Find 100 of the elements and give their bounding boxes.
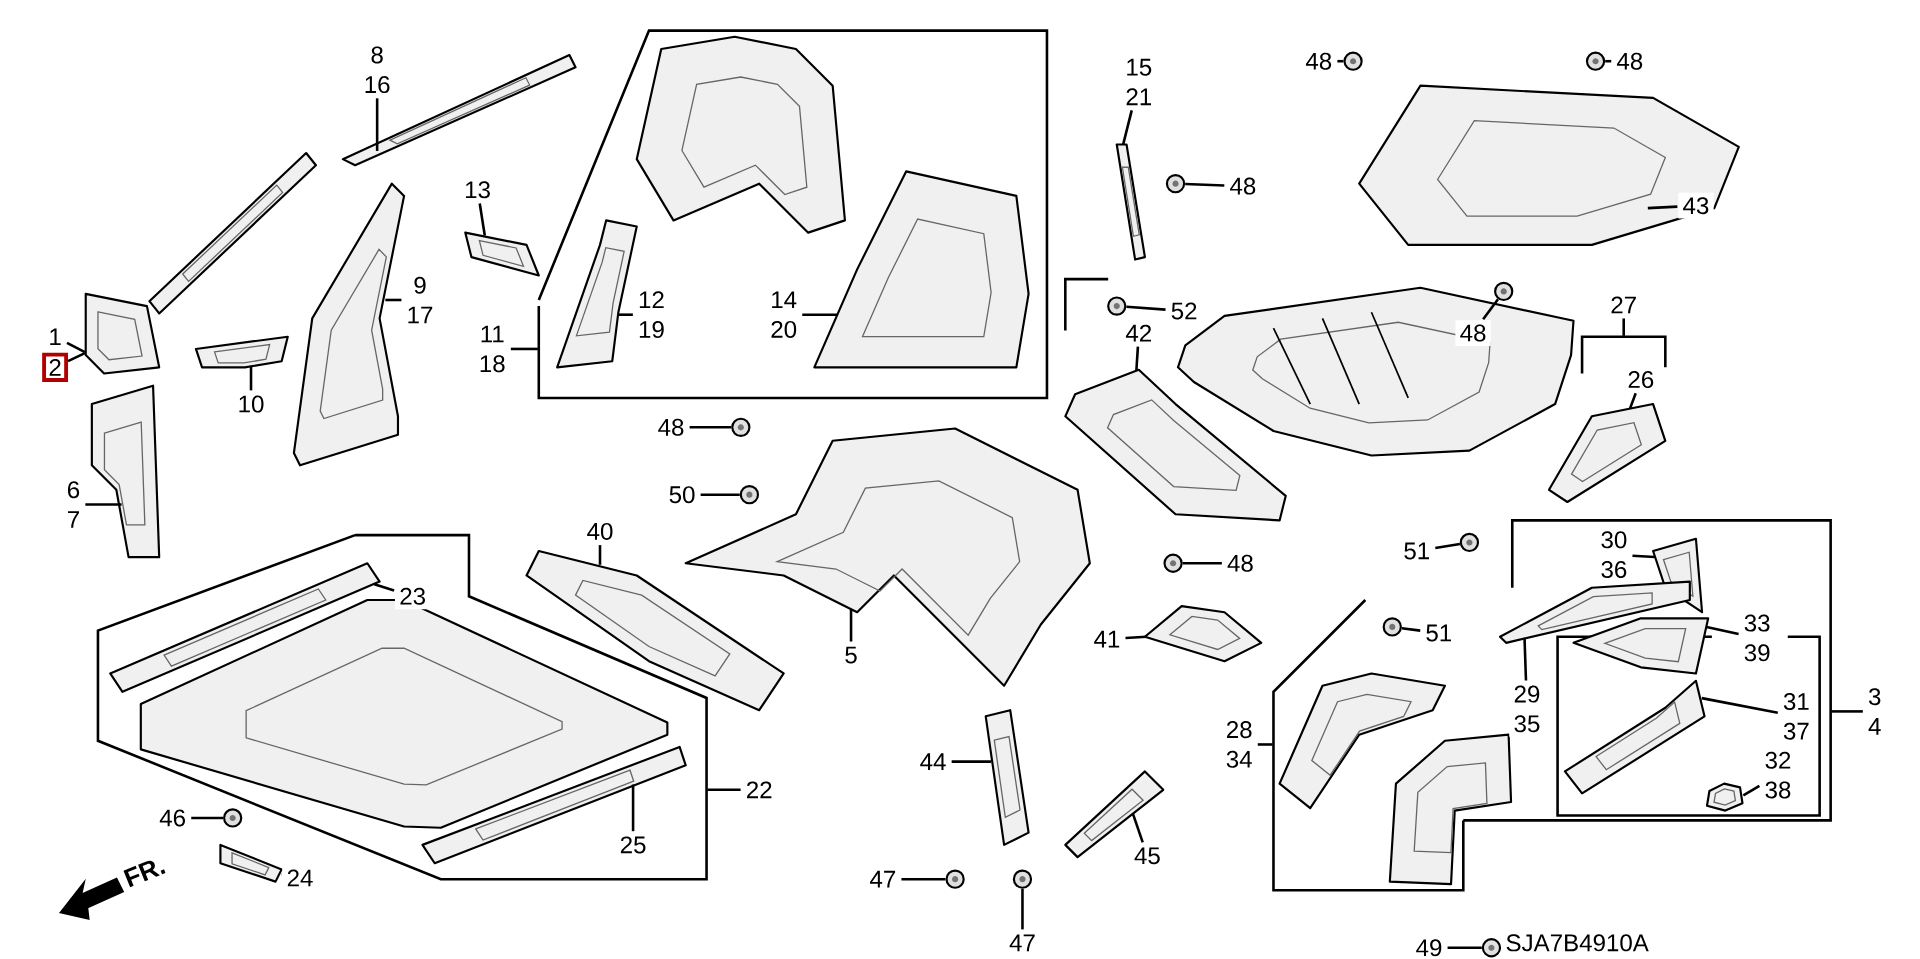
body-panel: [219, 843, 283, 883]
leader-line: [1647, 205, 1678, 210]
leader-line: [1135, 346, 1140, 371]
leader-line: [707, 788, 741, 792]
bolt-icon: [1494, 281, 1514, 302]
leader-line: [1126, 305, 1166, 312]
callout-number: 10: [233, 391, 269, 417]
callout-number: 9 17: [402, 272, 438, 328]
callout-number: 15 21: [1121, 54, 1157, 110]
leader-line: [1447, 946, 1482, 950]
bolt-icon: [1107, 296, 1127, 316]
leader-line: [901, 878, 946, 881]
callout-number: 11 18: [474, 321, 510, 377]
leader-line: [281, 873, 282, 876]
bolt-icon: [223, 808, 243, 828]
body-panel: [525, 550, 785, 712]
callout-number: 2: [42, 352, 69, 383]
callout-number: 48: [1225, 173, 1261, 200]
bolt-icon: [1012, 869, 1033, 889]
callout-number: 33 39: [1739, 610, 1775, 666]
callout-number: 12 19: [633, 287, 670, 343]
body-panel: [1388, 733, 1513, 886]
body-panel: [984, 709, 1030, 847]
leader-line: [1401, 627, 1421, 632]
part-code: SJA7B4910A: [1506, 934, 1649, 952]
bolt-icon: [739, 485, 760, 505]
callout-number: 32 38: [1760, 747, 1796, 803]
leader-line: [1632, 554, 1655, 559]
callout-number: 22: [741, 777, 777, 803]
leader-line: [1482, 298, 1500, 321]
bolt-icon: [1343, 51, 1363, 71]
leader-line: [66, 341, 86, 354]
callout-number: 48: [1301, 48, 1337, 75]
bolt-icon: [731, 417, 751, 438]
callout-number: 5: [840, 642, 863, 668]
callout-number: 50: [664, 481, 700, 508]
callout-number: 40: [582, 518, 618, 545]
leader-line: [1622, 318, 1625, 336]
leader-line: [1185, 182, 1225, 187]
callout-number: 52: [1166, 298, 1202, 324]
callout-number: 51: [1399, 538, 1435, 564]
leader-line: [375, 98, 379, 152]
callout-number: 42: [1121, 320, 1157, 346]
leader-line: [1628, 392, 1637, 409]
bolt-icon: [1585, 51, 1606, 71]
callout-number: 24: [282, 865, 318, 891]
callout-number: 28 34: [1221, 716, 1257, 773]
direction-label: FR.: [123, 860, 166, 888]
callout-number: 14 20: [766, 287, 802, 343]
leader-line: [249, 365, 253, 391]
callout-number: 41: [1089, 626, 1125, 652]
bolt-icon: [1165, 174, 1186, 194]
body-panel: [1143, 605, 1263, 663]
group-bracket: [1272, 599, 1465, 892]
callout-number: 8 16: [359, 42, 395, 98]
body-panel: [1358, 84, 1740, 247]
body-panel: [1064, 368, 1287, 522]
leader-line: [1523, 638, 1528, 681]
body-panel: [194, 335, 289, 369]
leader-line: [1257, 743, 1273, 746]
leader-line: [385, 298, 402, 302]
callout-number: 13: [459, 177, 496, 203]
callout-number: 47: [1004, 930, 1041, 956]
leader-line: [1125, 635, 1147, 640]
leader-line: [85, 503, 122, 506]
group-bracket: [537, 29, 1049, 400]
callout-number: 51: [1421, 620, 1457, 646]
bolt-icon: [945, 869, 965, 889]
body-panel: [292, 182, 406, 467]
body-panel: [464, 231, 540, 277]
leader-line: [67, 352, 86, 363]
leader-line: [700, 493, 740, 497]
bolt-icon: [1163, 553, 1183, 573]
leader-line: [1021, 888, 1024, 930]
leader-line: [802, 313, 838, 317]
leader-line: [1131, 813, 1144, 843]
leader-line: [689, 426, 732, 429]
callout-number: 26: [1623, 366, 1659, 393]
leader-line: [849, 609, 853, 642]
callout-number: 49: [1411, 935, 1447, 959]
callout-number: 47: [865, 866, 901, 892]
leader-line: [1121, 110, 1133, 146]
callout-number: 25: [615, 832, 651, 858]
body-panel: [84, 292, 161, 375]
leader-line: [1706, 625, 1739, 636]
callout-number: 48: [1222, 550, 1259, 577]
callout-number: 44: [915, 749, 951, 775]
leader-line: [1605, 60, 1612, 63]
leader-line: [510, 347, 538, 351]
leader-line: [478, 203, 487, 236]
callout-number: 48: [653, 414, 689, 441]
leader-line: [951, 760, 991, 763]
callout-number: 1: [44, 324, 67, 350]
leader-line: [191, 816, 223, 820]
callout-number: 6 7: [62, 477, 85, 533]
callout-number: 48: [1612, 48, 1648, 75]
leader-line: [1182, 562, 1222, 565]
bolt-icon: [1481, 938, 1502, 958]
leader-line: [598, 545, 602, 565]
callout-number: 30 36: [1596, 527, 1632, 583]
